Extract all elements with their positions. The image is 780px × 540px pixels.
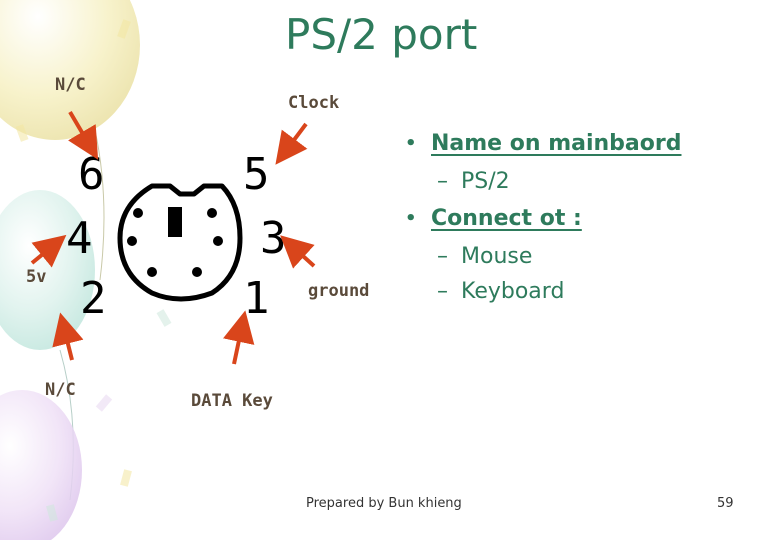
pin-number-3: 3 — [260, 213, 287, 264]
sub-bullet-ps2: – PS/2 — [403, 168, 773, 196]
bullet-name-on-mainboard: • Name on mainbaord — [403, 130, 773, 158]
dash-mark: – — [437, 243, 448, 269]
page-number: 59 — [717, 496, 734, 511]
arrow-ground — [280, 235, 316, 269]
pin-number-2: 2 — [80, 273, 107, 324]
pin-number-4: 4 — [66, 213, 93, 264]
label-data-key: DATA Key — [191, 391, 273, 411]
connector-pins — [127, 208, 223, 277]
slide-title: PS/2 port — [285, 10, 478, 59]
label-nc-top: N/C — [55, 75, 86, 95]
bullet-list: • Name on mainbaord – PS/2 • Connect ot … — [403, 130, 773, 306]
arrow-clock — [275, 122, 308, 165]
label-clock: Clock — [288, 93, 340, 113]
pin-number-5: 5 — [243, 149, 270, 200]
bullet-mark: • — [405, 208, 417, 229]
bullet-text: Name on mainbaord — [431, 131, 682, 156]
bullet-mark: • — [405, 133, 417, 154]
pin-number-6: 6 — [78, 149, 105, 200]
dash-mark: – — [437, 279, 448, 304]
balloon-purple — [0, 390, 82, 540]
arrow-5v — [30, 234, 67, 268]
pin-number-1: 1 — [243, 273, 270, 324]
arrow-data-key — [223, 310, 255, 365]
arrow-nc-bottom — [52, 312, 84, 361]
label-5v: 5v — [26, 267, 47, 287]
sub-bullet-text: Keyboard — [461, 279, 565, 304]
dash-mark: – — [437, 168, 448, 194]
sub-bullet-text: Mouse — [461, 243, 533, 269]
label-nc-bottom: N/C — [45, 380, 76, 400]
sub-bullet-mouse: – Mouse — [403, 243, 773, 271]
label-ground: ground — [308, 281, 370, 301]
arrow-nc-top — [68, 110, 99, 160]
bullet-text: Connect ot : — [431, 206, 582, 231]
footer-author: Prepared by Bun khieng — [306, 496, 462, 511]
sub-bullet-text: PS/2 — [461, 168, 510, 194]
sub-bullet-keyboard: – Keyboard — [403, 278, 773, 306]
bullet-connect-to: • Connect ot : — [403, 205, 773, 233]
